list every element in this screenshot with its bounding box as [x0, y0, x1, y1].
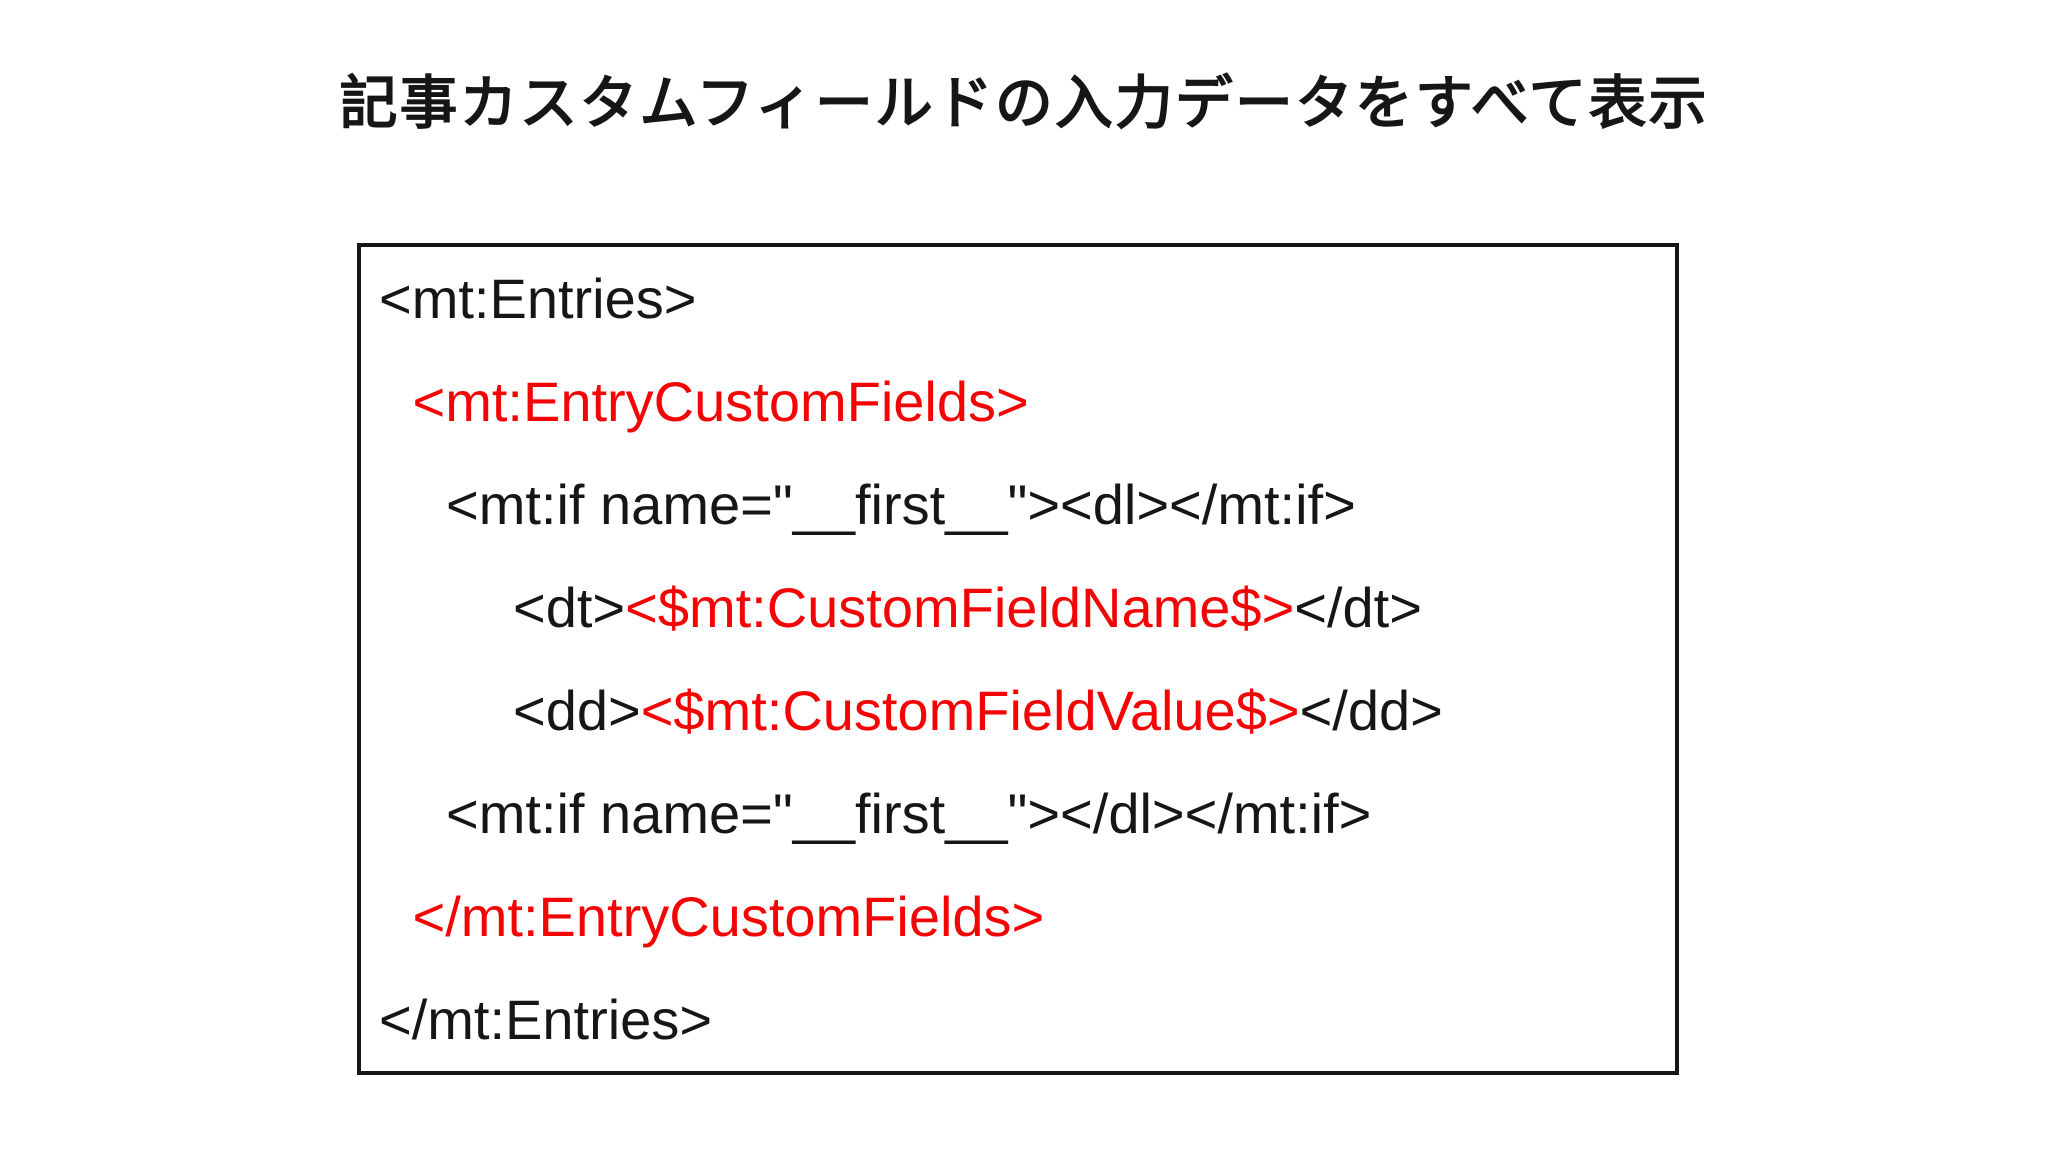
code-segment: </mt:Entries> [379, 988, 713, 1051]
code-line: <mt:if name="__first__"><dl></mt:if> [379, 453, 1675, 556]
code-segment: <mt:Entries> [379, 267, 697, 330]
code-line: <dt><$mt:CustomFieldName$></dt> [379, 556, 1675, 659]
code-line: </mt:Entries> [379, 968, 1675, 1071]
code-line: <mt:EntryCustomFields> [379, 350, 1675, 453]
code-segment-highlight: <$mt:CustomFieldName$> [625, 576, 1295, 639]
code-segment: </dt> [1294, 576, 1422, 639]
code-line: <mt:if name="__first__"></dl></mt:if> [379, 762, 1675, 865]
code-line: </mt:EntryCustomFields> [379, 865, 1675, 968]
code-line: <dd><$mt:CustomFieldValue$></dd> [379, 659, 1675, 762]
code-segment: <dd> [513, 679, 641, 742]
code-segment: </dd> [1299, 679, 1443, 742]
code-segment: <dt> [513, 576, 626, 639]
code-segment-highlight: <mt:EntryCustomFields> [412, 370, 1029, 433]
code-segment-highlight: <$mt:CustomFieldValue$> [640, 679, 1300, 742]
code-segment-highlight: </mt:EntryCustomFields> [412, 885, 1045, 948]
code-segment: <mt:if name="__first__"></dl></mt:if> [446, 782, 1372, 845]
code-line: <mt:Entries> [379, 247, 1675, 350]
slide-title: 記事カスタムフィールドの入力データをすべて表示 [339, 71, 1709, 136]
code-box: <mt:Entries> <mt:EntryCustomFields> <mt:if… [357, 243, 1679, 1075]
code-segment: <mt:if name="__first__"><dl></mt:if> [446, 473, 1356, 536]
